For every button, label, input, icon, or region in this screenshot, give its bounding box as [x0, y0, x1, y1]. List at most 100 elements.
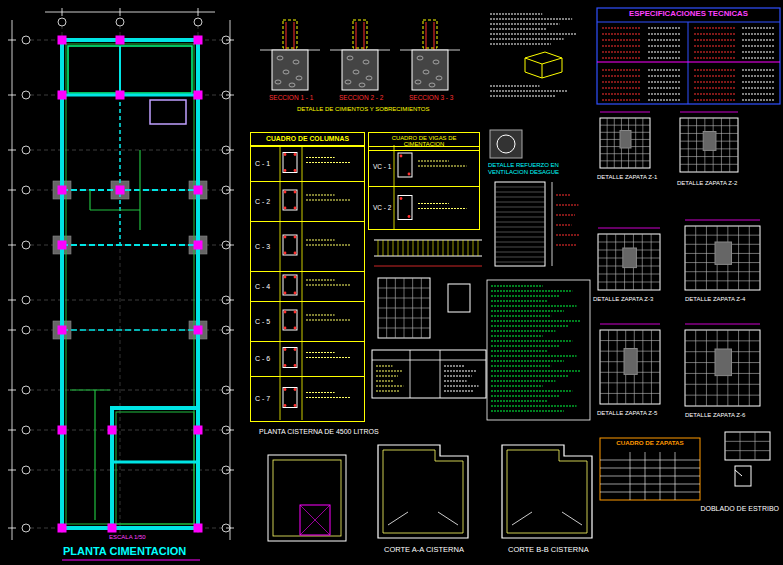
stirrup-table	[725, 432, 770, 460]
drawing-label: SECCION 1 - 1	[268, 94, 314, 101]
note-text-line	[306, 314, 335, 315]
footing-section	[412, 50, 448, 90]
dimension-tick	[8, 300, 16, 301]
table-heading: CUADRO DE VIGAS DE CIMENTACION	[369, 133, 479, 150]
column-section	[283, 310, 297, 330]
rebar-dot	[284, 207, 287, 210]
spec-text-line	[742, 99, 775, 100]
stone-mark	[415, 80, 421, 84]
drawing-label: DETALLE ZAPATA Z-2	[676, 180, 738, 187]
rebar-dot	[284, 153, 287, 156]
rebar-line	[635, 118, 636, 168]
rebar-line	[749, 330, 750, 406]
rebar-dot	[284, 364, 287, 367]
foundation-beam	[119, 46, 121, 95]
note-text-line	[490, 23, 559, 24]
row-label: C - 1	[251, 160, 270, 168]
column-mark	[58, 36, 66, 44]
note-text-line	[490, 43, 551, 44]
column-mark	[194, 524, 202, 532]
table-box: CUADRO DE VIGAS DE CIMENTACIONVC - 1VC -…	[368, 132, 480, 230]
dimension-tick	[226, 95, 234, 96]
row-label: C - 6	[251, 355, 270, 363]
foundation-wall-inner	[116, 412, 194, 524]
axis-bubble	[22, 186, 30, 194]
rebar-table	[378, 278, 430, 338]
heading-rule	[369, 150, 479, 151]
drawing-label: DETALLE ZAPATA Z-6	[684, 412, 746, 419]
footing-grid	[685, 226, 760, 290]
note-text-line	[490, 85, 540, 86]
table-rule	[645, 452, 646, 500]
rebar-dot	[408, 215, 411, 218]
drawing-label: ESCALA 1/50	[108, 534, 147, 541]
spec-text-line	[648, 81, 680, 82]
rebar-line	[600, 153, 650, 154]
dimension-tick	[62, 8, 63, 16]
spec-text-line	[648, 51, 680, 52]
stone-mark	[275, 80, 281, 84]
note-text-line	[376, 380, 394, 381]
stone-mark	[289, 83, 295, 87]
axis-bubble	[22, 426, 30, 434]
rebar-line	[725, 450, 770, 451]
stirrup-mark	[378, 240, 379, 256]
note-text-line	[418, 203, 449, 204]
dimension-tick	[226, 150, 234, 151]
column-section	[283, 190, 297, 210]
table-row: C - 7	[251, 376, 364, 421]
rebar-line	[680, 164, 738, 165]
drawing-label: CORTE B-B CISTERNA	[507, 546, 590, 554]
spec-text-line	[742, 87, 775, 88]
rebar-dot	[294, 236, 297, 239]
rebar-line	[738, 330, 739, 406]
stone-mark	[353, 70, 359, 74]
table-rule	[280, 145, 281, 420]
cistern-section-inner	[383, 450, 463, 533]
dimension-tick	[8, 150, 16, 151]
note-text-line	[556, 214, 575, 215]
note-text-line	[418, 160, 449, 161]
stirrup-mark	[463, 240, 464, 256]
column-mark	[116, 186, 124, 194]
rebar-dot	[294, 252, 297, 255]
spec-text-line	[602, 99, 640, 100]
note-text-line	[491, 285, 543, 286]
axis-bubble	[22, 36, 30, 44]
brick-course	[495, 212, 545, 213]
column-stub	[715, 349, 732, 376]
spec-text-line	[648, 69, 680, 70]
dimension-tick	[226, 528, 234, 529]
table-row: C - 1	[251, 146, 364, 181]
rebar-line	[685, 384, 760, 385]
spec-text-line	[648, 27, 680, 28]
table-rule	[600, 492, 700, 493]
drawing-label: DETALLE ZAPATA Z-5	[596, 410, 658, 417]
drawing-label: DETALLE ZAPATA Z-3	[592, 296, 654, 303]
drawing-label: SECCION 2 - 2	[338, 94, 384, 101]
spec-text-line	[742, 81, 775, 82]
footing-section	[342, 50, 378, 90]
note-text-line	[491, 320, 581, 321]
note-text-line	[491, 310, 564, 311]
rebar-dot	[294, 276, 297, 279]
axis-bubble	[22, 524, 30, 532]
stirrup-shape	[735, 466, 751, 486]
note-text-line	[444, 370, 477, 371]
note-text-line	[556, 194, 570, 195]
spec-text-line	[742, 93, 775, 94]
table-row: C - 5	[251, 301, 364, 341]
column-section	[283, 348, 297, 368]
beam-section	[398, 153, 412, 177]
stone-mark	[366, 76, 372, 80]
note-text-line	[306, 239, 335, 240]
dimension-tick	[226, 245, 234, 246]
pipe-line	[70, 389, 110, 390]
note-text-line	[490, 28, 547, 29]
note-text-line	[491, 375, 568, 376]
note-text-line	[306, 352, 335, 353]
rebar-dot	[294, 388, 297, 391]
rebar-line	[617, 330, 618, 404]
stone-mark	[296, 76, 302, 80]
